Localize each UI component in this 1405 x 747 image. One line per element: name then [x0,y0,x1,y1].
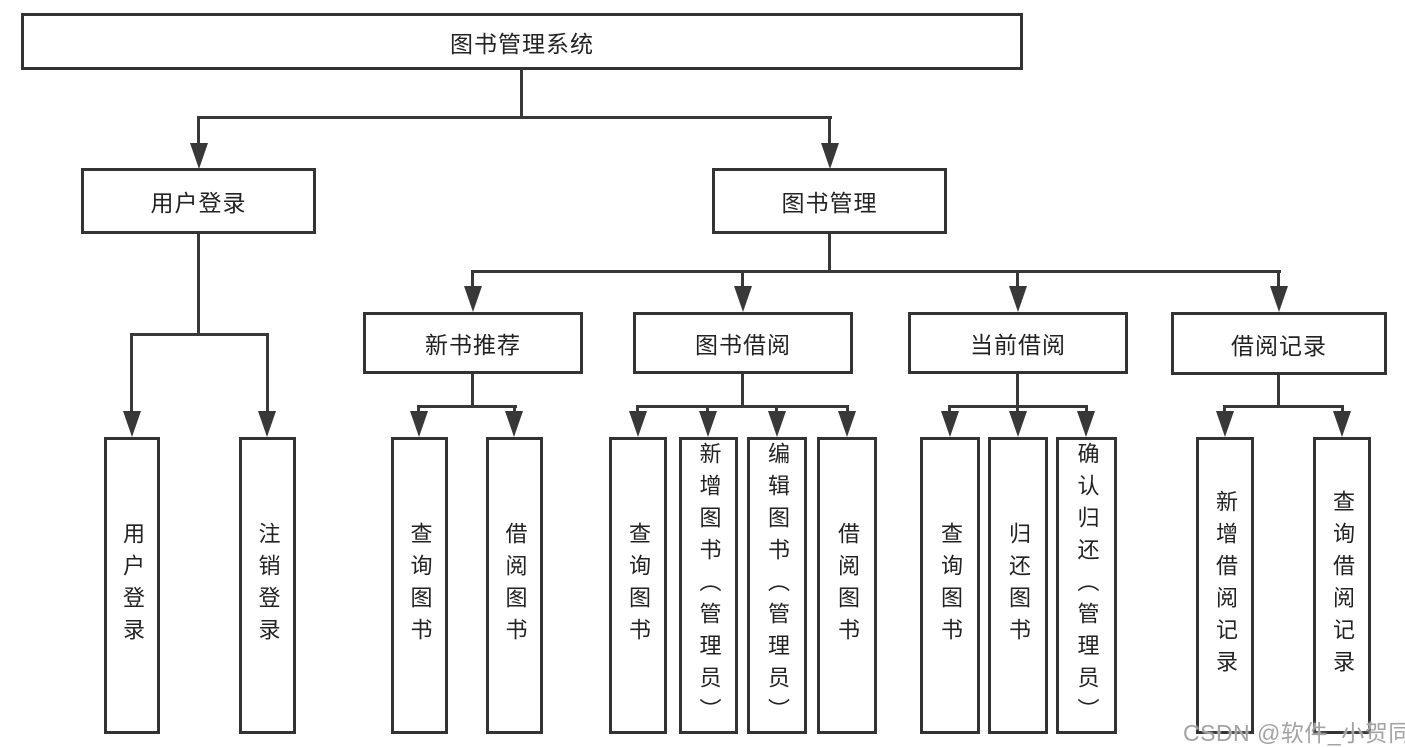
node-leaf-user-login: 用户登录 [104,437,160,734]
node-leaf-return-books: 归还图书 [988,437,1048,734]
node-leaf-logout: 注销登录 [239,437,296,734]
connector-drop [846,405,849,413]
node-label: 查询图书 [626,521,651,650]
connector-drop-new-book [471,270,474,288]
arrowhead-query-books-1 [410,411,428,437]
node-label: 借阅图书 [835,521,860,650]
connector-drop [1341,405,1344,413]
connector-drop [1085,405,1088,413]
connector-current-borrowing-stem [1016,374,1019,408]
arrowhead-borrow-books-2 [838,411,856,437]
node-label: 当前借阅 [970,332,1066,358]
node-label: 用户登录 [150,190,247,216]
node-label: 新增图书（管理员） [696,441,722,730]
node-label: 确认归还（管理员） [1074,441,1100,730]
arrowhead-current-borrowing [1009,286,1027,312]
arrowhead-logout [258,411,276,437]
node-label: 查询图书 [938,521,963,650]
node-leaf-query-borrow-record: 查询借阅记录 [1313,437,1371,734]
connector-drop-login [130,333,133,413]
arrowhead-query-record [1333,411,1351,437]
arrowhead-edit-books [768,411,786,437]
connector-borrowing-records-stem [1277,375,1280,408]
node-label: 查询图书 [407,521,433,650]
connector-book-borrowing-stem [741,374,744,408]
connector-drop [1016,405,1019,413]
connector-root-stem [520,69,523,119]
node-new-book-recommend: 新书推荐 [363,312,583,374]
connector-book-management-crossbar [471,270,1281,273]
node-leaf-query-books-3: 查询图书 [920,437,980,734]
node-label: 图书管理 [781,190,878,216]
arrowhead-add-books [699,411,717,437]
connector-drop-logout [266,333,269,413]
node-user-login: 用户登录 [81,168,316,234]
connector-drop-current-borrowing [1016,270,1019,288]
connector-drop-book-borrowing [741,270,744,288]
csdn-watermark: CSDN @软件_小贺同学 [1183,720,1405,746]
node-label: 新书推荐 [425,332,521,358]
arrowhead-book-management [821,143,839,169]
node-leaf-borrow-books-2: 借阅图书 [817,437,877,734]
connector-drop-user-login [197,116,200,146]
connector-user-login-stem [197,234,200,336]
arrowhead-new-book [464,286,482,312]
connector-drop [948,405,951,413]
node-borrowing-records: 借阅记录 [1171,312,1387,375]
arrowhead-user-login [190,143,208,169]
connector-drop [1223,405,1226,413]
arrowhead-query-books-3 [941,411,959,437]
node-label: 查询借阅记录 [1330,489,1355,682]
arrowhead-book-borrowing [734,286,752,312]
node-leaf-add-borrow-record: 新增借阅记录 [1196,437,1254,734]
node-leaf-edit-books-admin: 编辑图书（管理员） [747,437,807,734]
connector-drop [636,405,639,413]
node-label: 图书借阅 [695,332,791,358]
arrowhead-query-books-2 [629,411,647,437]
node-book-management: 图书管理 [712,168,947,234]
node-book-borrowing: 图书借阅 [633,312,853,374]
arrowhead-confirm-return [1077,411,1095,437]
connector-borrowing-records-crossbar [1223,405,1344,408]
node-leaf-confirm-return-admin: 确认归还（管理员） [1056,437,1117,734]
node-leaf-query-books-2: 查询图书 [609,437,667,734]
connector-drop [775,405,778,413]
arrowhead-login [123,411,141,437]
node-label: 归还图书 [1006,521,1031,650]
connector-drop-book-management [828,116,831,146]
connector-book-borrowing-crossbar [636,405,849,408]
connector-drop [513,405,516,413]
connector-root-crossbar [197,116,832,119]
arrowhead-return-books [1009,411,1027,437]
arrowhead-add-record [1216,411,1234,437]
connector-drop-borrowing-records [1277,270,1280,288]
connector-new-book-crossbar [417,405,517,408]
node-leaf-query-books-1: 查询图书 [391,437,448,734]
node-leaf-borrow-books-1: 借阅图书 [486,437,543,734]
node-book-management-system: 图书管理系统 [21,13,1023,70]
arrowhead-borrowing-records [1270,286,1288,312]
connector-user-login-crossbar [130,333,269,336]
node-label: 图书管理系统 [450,30,594,57]
arrowhead-borrow-books-1 [505,411,523,437]
node-label: 借阅记录 [1231,332,1327,359]
connector-new-book-stem [471,374,474,408]
node-leaf-add-books-admin: 新增图书（管理员） [679,437,738,734]
connector-book-management-stem [828,234,831,273]
connector-drop [706,405,709,413]
node-label: 借阅图书 [502,521,528,650]
connector-drop [417,405,420,413]
node-label: 注销登录 [255,521,281,650]
node-label: 用户登录 [120,521,145,650]
node-current-borrowing: 当前借阅 [908,312,1128,374]
node-label: 新增借阅记录 [1213,489,1238,682]
node-label: 编辑图书（管理员） [765,441,790,730]
